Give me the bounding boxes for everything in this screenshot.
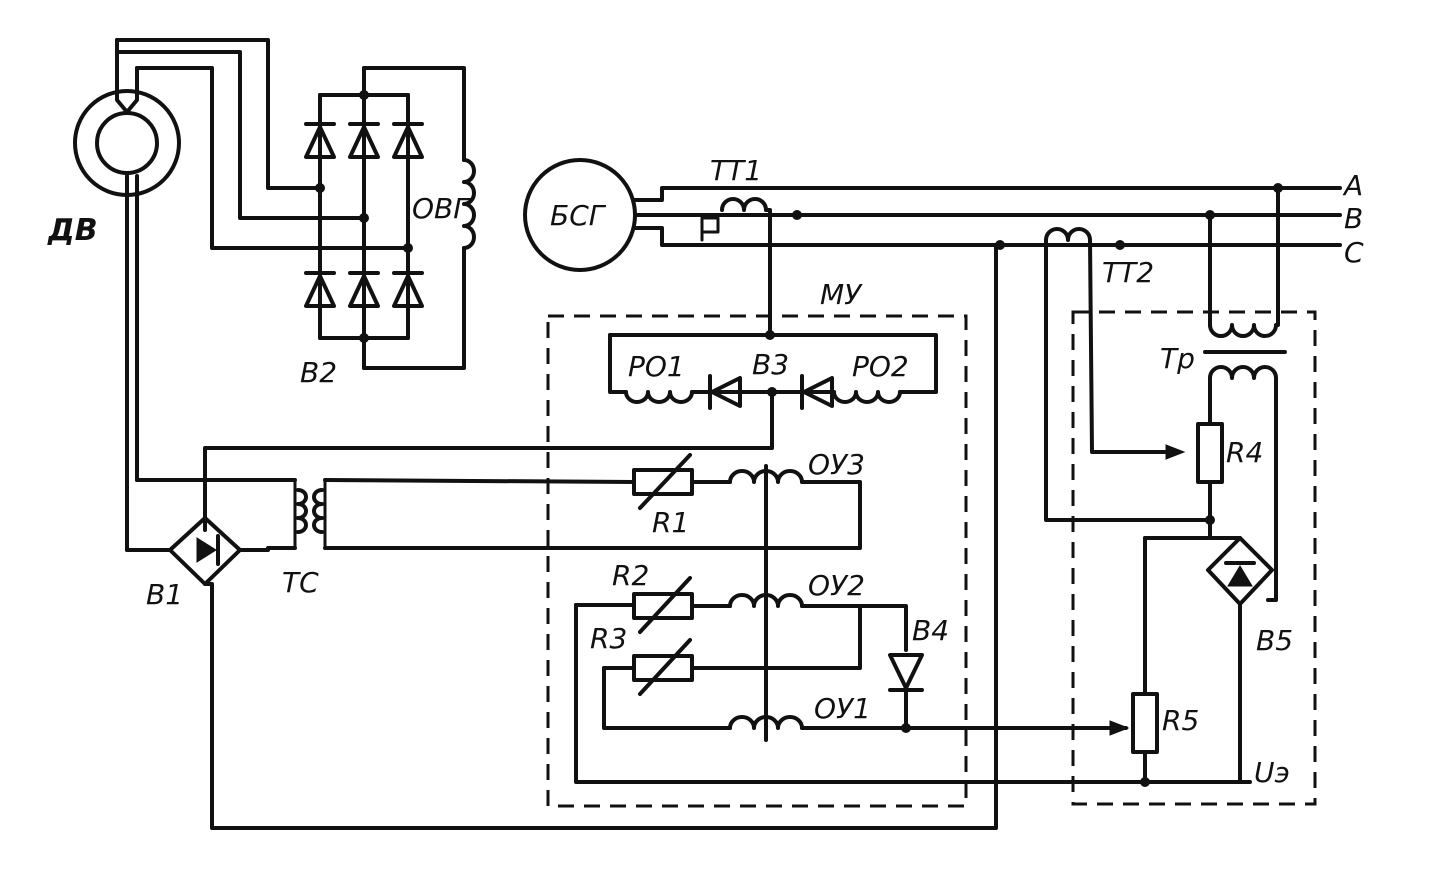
rectifier-b2 bbox=[304, 66, 424, 370]
transformer-tp bbox=[1203, 186, 1287, 602]
label-r5: R5 bbox=[1162, 704, 1199, 737]
bridge-b1 bbox=[125, 243, 998, 830]
label-ro2: РО2 bbox=[852, 350, 909, 383]
label-r3: R3 bbox=[590, 622, 627, 655]
label-mu: МУ bbox=[820, 278, 863, 311]
label-phase-b: В bbox=[1344, 202, 1363, 235]
label-phase-c: С bbox=[1344, 236, 1364, 269]
magnetic-amplifier-box bbox=[546, 314, 968, 808]
label-tt1: ТТ1 bbox=[710, 154, 762, 187]
label-b2: В2 bbox=[300, 356, 337, 389]
label-b1: В1 bbox=[146, 578, 183, 611]
current-transformer-tt1 bbox=[700, 197, 802, 337]
label-phase-a: А bbox=[1342, 169, 1363, 202]
control-winding-oy1 bbox=[728, 715, 1128, 733]
control-winding-oy2 bbox=[574, 576, 1252, 784]
label-tt2: ТТ2 bbox=[1102, 256, 1154, 289]
control-winding-oy3 bbox=[135, 453, 862, 550]
label-b4: В4 bbox=[912, 614, 949, 647]
generator-bsg bbox=[523, 158, 1342, 272]
label-oy2: ОУ2 bbox=[808, 569, 865, 602]
resistor-r5 bbox=[1109, 692, 1159, 787]
label-tp: Тр bbox=[1160, 342, 1195, 375]
diode-b4 bbox=[888, 653, 924, 730]
label-r4: R4 bbox=[1226, 436, 1263, 469]
ro-block bbox=[203, 330, 938, 532]
label-ovg: ОВГ bbox=[412, 192, 471, 225]
bridge-b5 bbox=[1143, 528, 1274, 784]
label-ue: Uэ bbox=[1254, 756, 1290, 789]
resistor-r3 bbox=[602, 604, 862, 730]
label-oy3: ОУ3 bbox=[808, 448, 865, 481]
label-b5: В5 bbox=[1256, 624, 1293, 657]
label-r1: R1 bbox=[652, 506, 689, 539]
label-oy1: ОУ1 bbox=[814, 692, 871, 725]
transformer-tc bbox=[266, 478, 327, 550]
field-winding-ovg bbox=[362, 66, 476, 370]
exciter-machine bbox=[73, 38, 181, 552]
exciter-feeders bbox=[115, 38, 410, 250]
resistor-r4 bbox=[1165, 422, 1224, 532]
label-b3: В3 bbox=[752, 348, 789, 381]
label-dv: ДВ bbox=[47, 213, 98, 248]
label-tc: ТС bbox=[282, 566, 319, 599]
label-bsg: БСГ bbox=[550, 199, 607, 232]
current-transformer-tt2 bbox=[995, 183, 1283, 522]
measuring-unit-box bbox=[1071, 310, 1317, 806]
label-r2: R2 bbox=[612, 559, 649, 592]
label-ro1: РО1 bbox=[628, 350, 685, 383]
